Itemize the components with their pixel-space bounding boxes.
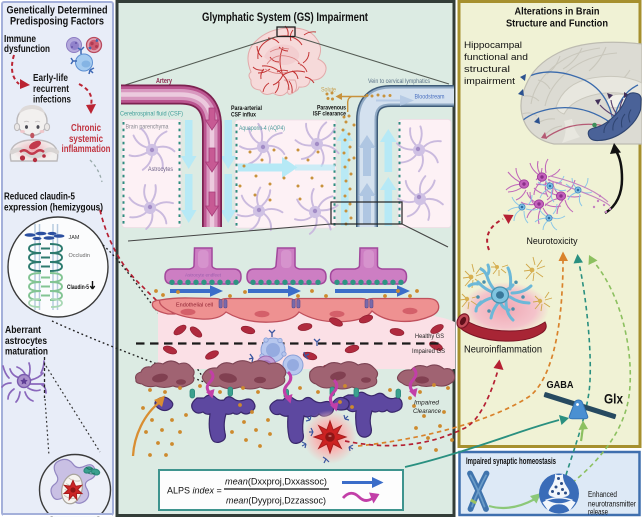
svg-text:impairment: impairment <box>464 76 515 87</box>
svg-text:Paravenous: Paravenous <box>317 105 346 112</box>
svg-text:Brain parenchyma: Brain parenchyma <box>126 124 169 131</box>
svg-text:mean(Dyyproj,Dzzassoc): mean(Dyyproj,Dzzassoc) <box>226 496 326 507</box>
svg-text:Aquaporin-4 (AQP4): Aquaporin-4 (AQP4) <box>239 125 285 132</box>
svg-text:mean(Dxxproj,Dxxassoc): mean(Dxxproj,Dxxassoc) <box>225 477 327 488</box>
svg-text:ISF clearance: ISF clearance <box>313 111 346 118</box>
svg-text:GABA: GABA <box>547 379 574 391</box>
svg-text:infections: infections <box>33 94 71 106</box>
svg-text:Impaired synaptic homeostasis: Impaired synaptic homeostasis <box>466 456 556 466</box>
svg-text:Occludin: Occludin <box>69 253 90 259</box>
svg-text:Bloodstream: Bloodstream <box>415 94 445 101</box>
svg-text:Endothelial cell: Endothelial cell <box>176 303 213 309</box>
svg-text:Alterations in Brain: Alterations in Brain <box>515 7 600 18</box>
svg-text:Vein to cervical lymphatics: Vein to cervical lymphatics <box>368 78 431 85</box>
svg-text:Early-life: Early-life <box>33 72 68 84</box>
svg-text:Reduced claudin-5: Reduced claudin-5 <box>4 191 75 203</box>
svg-text:Structure and Function: Structure and Function <box>506 19 608 30</box>
svg-text:expression (hemizygous): expression (hemizygous) <box>4 202 103 214</box>
svg-text:Aberrant: Aberrant <box>5 324 41 336</box>
svg-text:Glx: Glx <box>604 392 623 407</box>
svg-text:Healthy GS: Healthy GS <box>415 333 444 340</box>
svg-text:Impaired: Impaired <box>414 400 439 407</box>
svg-text:Artery: Artery <box>156 78 172 85</box>
svg-text:Neurotoxicity: Neurotoxicity <box>527 236 578 247</box>
svg-text:functional and: functional and <box>464 52 528 63</box>
svg-text:Immune: Immune <box>4 34 36 45</box>
svg-text:Astrocyte endfeet: Astrocyte endfeet <box>185 273 222 278</box>
svg-text:Cerebrospinal fluid (CSF): Cerebrospinal fluid (CSF) <box>120 111 183 118</box>
svg-text:ALPS index =: ALPS index = <box>167 486 222 496</box>
svg-text:Enhanced: Enhanced <box>588 489 617 499</box>
svg-text:Impaired GS: Impaired GS <box>412 348 445 355</box>
svg-text:dysfunction: dysfunction <box>4 44 50 55</box>
svg-text:Hippocampal: Hippocampal <box>464 40 522 51</box>
svg-text:inflammation: inflammation <box>62 143 111 155</box>
svg-text:astrocytes: astrocytes <box>5 335 47 347</box>
svg-text:Para-arterial: Para-arterial <box>231 105 262 112</box>
svg-text:Clearance: Clearance <box>413 408 441 415</box>
svg-text:release: release <box>588 507 608 517</box>
svg-text:Predisposing Factors: Predisposing Factors <box>10 16 104 28</box>
svg-text:Glymphatic System (GS) Impairm: Glymphatic System (GS) Impairment <box>202 10 368 24</box>
svg-text:CSF influx: CSF influx <box>231 112 256 119</box>
svg-text:Genetically Determined: Genetically Determined <box>7 5 108 17</box>
svg-text:structural: structural <box>464 64 510 75</box>
svg-text:Astrocytes: Astrocytes <box>148 166 174 173</box>
svg-text:Chronic: Chronic <box>71 122 101 134</box>
svg-text:maturation: maturation <box>5 346 48 358</box>
svg-text:recurrent: recurrent <box>33 83 69 95</box>
svg-text:JAM: JAM <box>69 235 80 241</box>
svg-text:Neuroinflammation: Neuroinflammation <box>464 345 542 356</box>
svg-text:neurotransmitter: neurotransmitter <box>588 499 636 509</box>
svg-text:systemic: systemic <box>69 133 103 145</box>
svg-text:Claudin-5: Claudin-5 <box>67 285 90 291</box>
svg-text:Solute: Solute <box>321 87 336 94</box>
